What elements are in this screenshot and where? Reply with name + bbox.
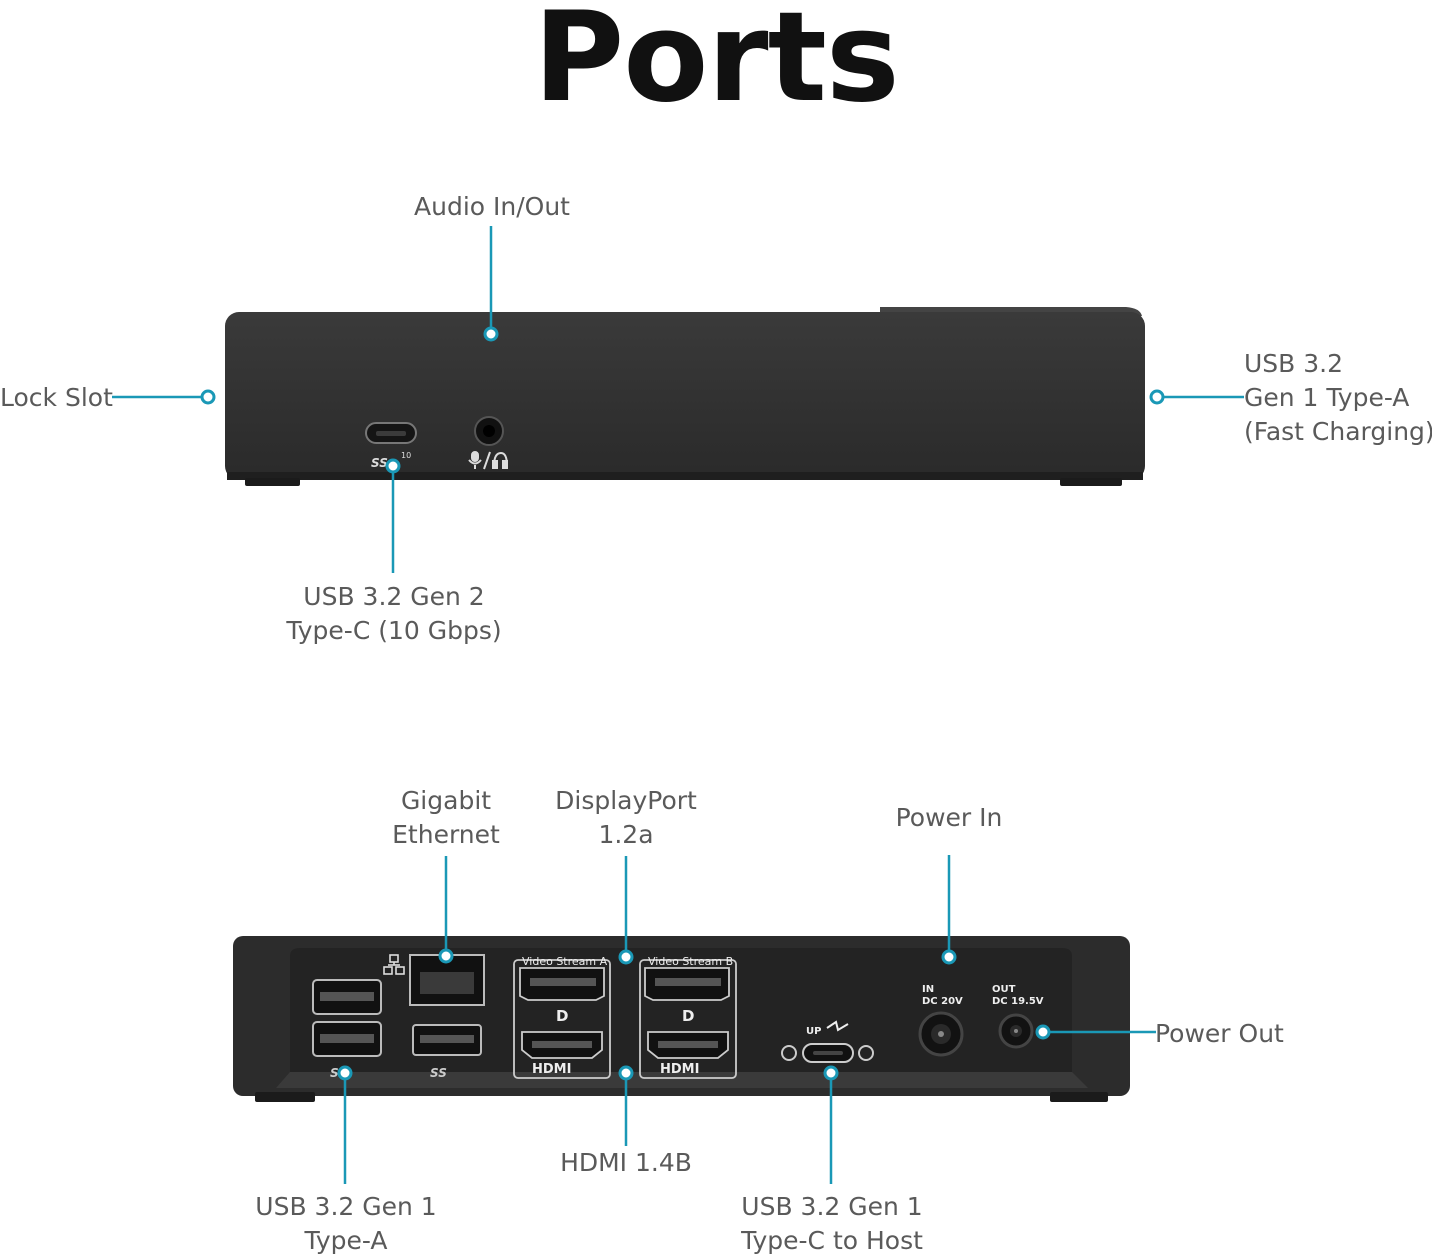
audio-callout-dot	[483, 326, 499, 342]
label-power-out: Power Out	[1155, 1019, 1284, 1048]
power-out-callout-dot	[1035, 1024, 1051, 1040]
back-device: SS SS Video Stream A D	[233, 855, 1156, 1184]
front-device: SS 10	[112, 226, 1244, 573]
displayport-callout-dot	[618, 949, 634, 965]
page-title: Ports	[533, 0, 899, 130]
hdmi-callout-dot	[618, 1065, 634, 1081]
power-out-port: OUT DC 19.5V	[992, 984, 1044, 1049]
label-displayport: DisplayPort 1.2a	[555, 786, 697, 849]
label-gigabit-ethernet: Gigabit Ethernet	[392, 786, 500, 849]
ss-mid-marking: SS	[430, 1066, 447, 1080]
front-usb-c-callout-dot	[385, 458, 401, 474]
ss10-superscript: 10	[401, 451, 411, 460]
lock-callout-dot	[200, 389, 216, 405]
stream-b-label: Video Stream B	[648, 955, 733, 968]
label-audio-in-out: Audio In/Out	[414, 192, 570, 221]
label-lock-slot: Lock Slot	[0, 383, 113, 412]
ss10-marking: SS	[371, 456, 388, 470]
dp-logo-a: D	[556, 1007, 568, 1025]
label-back-usb-a: USB 3.2 Gen 1 Type-A	[255, 1192, 437, 1255]
in-label: IN	[922, 984, 934, 995]
in-voltage: DC 20V	[922, 996, 963, 1007]
out-label: OUT	[992, 984, 1016, 995]
label-hdmi: HDMI 1.4B	[560, 1148, 692, 1177]
front-audio-jack	[468, 416, 508, 470]
back-usb-a-callout-dot	[337, 1065, 353, 1081]
usb-c-host-port: UP	[781, 1020, 874, 1063]
stream-a-label: Video Stream A	[522, 955, 608, 968]
power-in-port: IN DC 20V	[918, 984, 964, 1057]
hdmi-logo-b: HDMI	[660, 1062, 699, 1077]
front-usb-c-port: SS 10	[365, 422, 417, 470]
front-usb-a-callout-dot	[1149, 389, 1165, 405]
network-icon	[383, 954, 405, 975]
ethernet-callout-dot	[438, 948, 454, 964]
hdmi-logo-a: HDMI	[532, 1062, 571, 1077]
label-front-usb-a: USB 3.2 Gen 1 Type-A (Fast Charging)	[1244, 349, 1432, 446]
label-power-in: Power In	[895, 803, 1003, 832]
dp-logo-b: D	[682, 1007, 694, 1025]
label-usb-c-host: USB 3.2 Gen 1 Type-C to Host	[741, 1192, 923, 1255]
video-stream-a-group: Video Stream A D HDMI	[513, 955, 611, 1079]
out-voltage: DC 19.5V	[992, 996, 1044, 1007]
power-in-callout-dot	[941, 949, 957, 965]
mic-headset-icon	[468, 451, 508, 470]
usb-c-host-callout-dot	[823, 1065, 839, 1081]
video-stream-b-group: Video Stream B D HDMI	[639, 955, 737, 1079]
label-front-usb-c: USB 3.2 Gen 2 Type-C (10 Gbps)	[286, 582, 502, 645]
thunder-icon	[826, 1020, 849, 1032]
up-label: UP	[806, 1026, 821, 1037]
